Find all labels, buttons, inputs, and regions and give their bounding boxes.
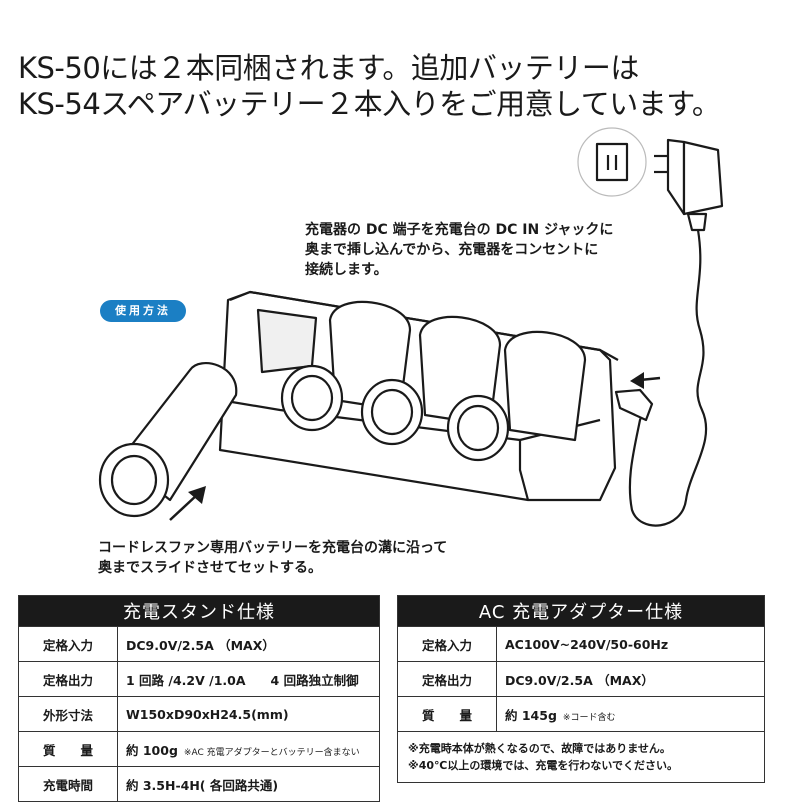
spec-note: ※コード含む [562,712,616,723]
usage-badge: 使用方法 [100,300,186,322]
table-row: 外形寸法 W150xD90xH24.5(mm) [18,696,380,732]
battery-sliding [98,362,238,518]
instruction-bottom-line-1: コードレスファン専用バッテリーを充電台の溝に沿って [98,540,448,556]
instruction-top: 充電器の DC 端子を充電台の DC IN ジャックに 奥まで挿し込んでから、充… [305,220,613,280]
ac-adapter-icon [654,138,724,232]
table-row: 定格入力 DC9.0V/2.5A （MAX） [18,626,380,662]
instruction-top-line-3: 接続します。 [305,262,388,278]
spec-label: 外形寸法 [18,696,118,732]
spec-label: 定格出力 [18,661,118,697]
adapter-note-1: ※充電時本体が熱くなるので、故障ではありません。 [408,742,671,755]
stand-spec-table: 充電スタンド仕様 定格入力 DC9.0V/2.5A （MAX） 定格出力 1 回… [18,595,380,802]
headline: KS-50には２本同梱されます。追加バッテリーは KS-54スペアバッテリー２本… [18,50,778,122]
instruction-bottom: コードレスファン専用バッテリーを充電台の溝に沿って 奥までスライドさせてセットす… [98,538,447,578]
spec-note: ※AC 充電アダプターとバッテリー含まない [183,747,360,758]
spec-label: 充電時間 [18,766,118,802]
charging-dock-illustration [98,127,724,527]
table-row: 定格出力 DC9.0V/2.5A （MAX） [397,661,765,697]
table-row: 定格入力 AC100V~240V/50-60Hz [397,626,765,662]
spec-value: 約 100g [126,742,178,758]
dc-plug [614,388,654,422]
spec-label: 定格入力 [397,626,497,662]
spec-label: 定格入力 [18,626,118,662]
spec-label: 質 量 [18,731,118,767]
table-row: 充電時間 約 3.5H-4H( 各回路共通) [18,766,380,802]
instruction-top-line-2: 奥まで挿し込んでから、充電器をコンセントに [305,242,599,258]
instruction-bottom-line-2: 奥までスライドさせてセットする。 [98,560,322,576]
spec-value: 1 回路 /4.2V /1.0A 4 回路独立制御 [117,661,380,697]
spec-value: W150xD90xH24.5(mm) [117,696,380,732]
table-row: 質 量 約 100g ※AC 充電アダプターとバッテリー含まない [18,731,380,767]
instruction-top-line-1: 充電器の DC 端子を充電台の DC IN ジャックに [305,222,614,238]
adapter-spec-table: AC 充電アダプター仕様 定格入力 AC100V~240V/50-60Hz 定格… [397,595,765,783]
spec-value: AC100V~240V/50-60Hz [496,626,765,662]
stand-spec-title: 充電スタンド仕様 [18,595,380,627]
table-row: ※充電時本体が熱くなるので、故障ではありません。 ※40℃以上の環境では、充電を… [397,731,765,783]
table-row: 定格出力 1 回路 /4.2V /1.0A 4 回路独立制御 [18,661,380,697]
spec-value: 約 3.5H-4H( 各回路共通) [117,766,380,802]
power-cord [628,229,708,527]
headline-line-2: KS-54スペアバッテリー２本入りをご用意しています。 [18,87,721,121]
wall-outlet-icon [577,127,647,197]
table-row: 質 量 約 145g ※コード含む [397,696,765,732]
arrow-icon [169,372,661,521]
adapter-note-2: ※40℃以上の環境では、充電を行わないでください。 [408,759,678,772]
spec-value: 約 145g [505,707,557,723]
spec-value: DC9.0V/2.5A （MAX） [117,626,380,662]
headline-line-1: KS-50には２本同梱されます。追加バッテリーは [18,51,639,85]
battery-standing-3 [446,330,587,462]
adapter-notes: ※充電時本体が熱くなるので、故障ではありません。 ※40℃以上の環境では、充電を… [397,731,765,783]
spec-label: 質 量 [397,696,497,732]
spec-label: 定格出力 [397,661,497,697]
spec-value: DC9.0V/2.5A （MAX） [496,661,765,697]
adapter-spec-title: AC 充電アダプター仕様 [397,595,765,627]
